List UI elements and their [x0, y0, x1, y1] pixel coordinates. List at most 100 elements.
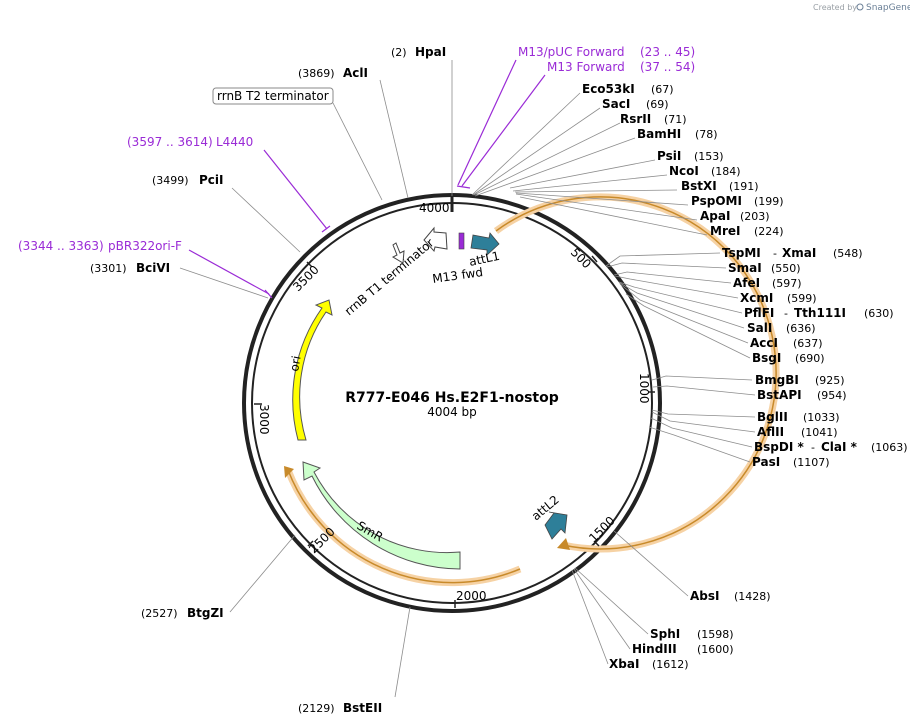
site-apai-name[interactable]: ApaI: [700, 209, 730, 223]
primer-pbr322-name[interactable]: pBR322ori-F: [108, 239, 182, 253]
tick-3000: 3000: [257, 404, 271, 435]
m13-fwd-label: M13 fwd: [431, 265, 483, 286]
site-btgzi-pos: (2527): [141, 607, 178, 620]
smr-region-arc: [287, 469, 521, 584]
primer-m13fwd-range: (37 .. 54): [640, 60, 695, 74]
site-bmgbi-pos: (925): [815, 374, 845, 387]
rrnb-t1-label: rrnB T1 terminator: [342, 236, 437, 319]
site-afei-pos: (597): [772, 277, 802, 290]
site-sali-name[interactable]: SalI: [747, 321, 772, 335]
site-saci-name[interactable]: SacI: [602, 97, 630, 111]
site-hpai-pos: (2): [391, 46, 407, 59]
site-mrei-pos: (224): [754, 225, 784, 238]
site-pspomi-name[interactable]: PspOMI: [691, 194, 742, 208]
site-pasi-name[interactable]: PasI: [752, 455, 780, 469]
site-btgzi-name[interactable]: BtgZI: [187, 606, 224, 620]
site-acci-name[interactable]: AccI: [750, 336, 778, 350]
tick-1500: 1500: [586, 514, 617, 545]
site-xmai-pos: (548): [833, 247, 863, 260]
insert-arc: [495, 196, 777, 550]
smr-feature-arrow: [302, 461, 461, 570]
site-bmgbi-name[interactable]: BmgBI: [755, 373, 799, 387]
attl1-label: attL1: [468, 249, 501, 269]
site-bspdi-sep: -: [811, 441, 815, 454]
rrnb-t1-feature-arrow: [423, 226, 448, 253]
site-bstxi-name[interactable]: BstXI: [681, 179, 717, 193]
site-acci-pos: (637): [793, 337, 823, 350]
site-bstxi-pos: (191): [729, 180, 759, 193]
site-bsteii-pos: (2129): [298, 702, 335, 715]
site-tspmi-sep: -: [773, 247, 777, 260]
site-absi-pos: (1428): [734, 590, 771, 603]
m13-fwd-marker: [458, 232, 465, 250]
site-xbai-pos: (1612): [652, 658, 689, 671]
site-xmai-name[interactable]: XmaI: [782, 246, 816, 260]
site-acli-name[interactable]: AclI: [343, 66, 368, 80]
site-bglii-pos: (1033): [803, 411, 840, 424]
site-bcivi-pos: (3301): [90, 262, 127, 275]
tick-mark-2500: [307, 540, 314, 547]
site-psii-name[interactable]: PsiI: [657, 149, 681, 163]
site-aflii-name[interactable]: AflII: [757, 425, 784, 439]
credit-brand: SnapGene: [866, 3, 910, 13]
site-hindiii-pos: (1600): [697, 643, 734, 656]
site-bsgi-pos: (690): [795, 352, 825, 365]
site-bcivi-name[interactable]: BciVI: [136, 261, 170, 275]
site-saci-pos: (69): [646, 98, 669, 111]
site-hpai-name[interactable]: HpaI: [415, 45, 446, 59]
site-tspmi-name[interactable]: TspMI: [722, 246, 761, 260]
rrnb-t2-feature-arrow: [391, 242, 405, 264]
site-afei-name[interactable]: AfeI: [733, 276, 760, 290]
site-pcii-name[interactable]: PciI: [199, 173, 224, 187]
tick-1000: 1000: [637, 373, 651, 404]
primer-pbr322-range: (3344 .. 3363): [18, 239, 104, 253]
site-bstapi-name[interactable]: BstAPI: [757, 388, 802, 402]
site-acli-pos: (3869): [298, 67, 335, 80]
site-psii-pos: (153): [694, 150, 724, 163]
site-clai-pos: (1063): [871, 441, 908, 454]
site-pasi-pos: (1107): [793, 456, 830, 469]
site-tth111i-name[interactable]: Tth111I: [794, 306, 846, 320]
primer-m13fwd-name[interactable]: M13 Forward: [547, 60, 625, 74]
site-ncoi-name[interactable]: NcoI: [669, 164, 699, 178]
site-xbai-name[interactable]: XbaI: [609, 657, 639, 671]
site-hindiii-name[interactable]: HindIII: [632, 642, 677, 656]
site-bamhi-pos: (78): [695, 128, 718, 141]
site-bspdi-name[interactable]: BspDI *: [754, 440, 804, 454]
rrnb-t2-label-box: [212, 87, 334, 105]
site-bglii-name[interactable]: BglII: [757, 410, 788, 424]
insert-arrowhead-icon: [557, 538, 570, 550]
ori-feature-arrow: [292, 299, 333, 441]
site-aflii-pos: (1041): [801, 426, 838, 439]
primer-m13puc-name[interactable]: M13/pUC Forward: [518, 45, 625, 59]
site-clai-name[interactable]: ClaI *: [821, 440, 858, 454]
site-smai-name[interactable]: SmaI: [728, 261, 762, 275]
site-pflfi-name[interactable]: PflFI: [744, 306, 774, 320]
leader-lines: [179, 60, 756, 698]
attl1-feature-arrow: [470, 232, 500, 256]
site-bamhi-name[interactable]: BamHI: [637, 127, 681, 141]
primer-m13puc-range: (23 .. 45): [640, 45, 695, 59]
site-bsteii-name[interactable]: BstEII: [343, 701, 382, 715]
site-apai-pos: (203): [740, 210, 770, 223]
tick-mark-500: [591, 255, 598, 263]
site-pspomi-pos: (199): [754, 195, 784, 208]
primer-leader-lines: [188, 59, 546, 299]
ori-label: ori: [287, 355, 303, 373]
site-sphi-name[interactable]: SphI: [650, 627, 680, 641]
site-xcmi-name[interactable]: XcmI: [740, 291, 773, 305]
site-xcmi-pos: (599): [787, 292, 817, 305]
site-ncoi-pos: (184): [711, 165, 741, 178]
site-eco53ki-pos: (67): [651, 83, 674, 96]
plasmid-size: 4004 bp: [427, 405, 477, 419]
site-pflfi-sep: -: [784, 307, 788, 320]
site-mrei-name[interactable]: MreI: [710, 224, 740, 238]
primer-l4440-name[interactable]: L4440: [216, 135, 253, 149]
site-rsrii-name[interactable]: RsrII: [620, 112, 651, 126]
site-rsrii-pos: (71): [664, 113, 687, 126]
site-bsgi-name[interactable]: BsgI: [752, 351, 781, 365]
site-eco53ki-name[interactable]: Eco53kI: [582, 82, 635, 96]
site-absi-name[interactable]: AbsI: [690, 589, 719, 603]
site-sali-pos: (636): [786, 322, 816, 335]
